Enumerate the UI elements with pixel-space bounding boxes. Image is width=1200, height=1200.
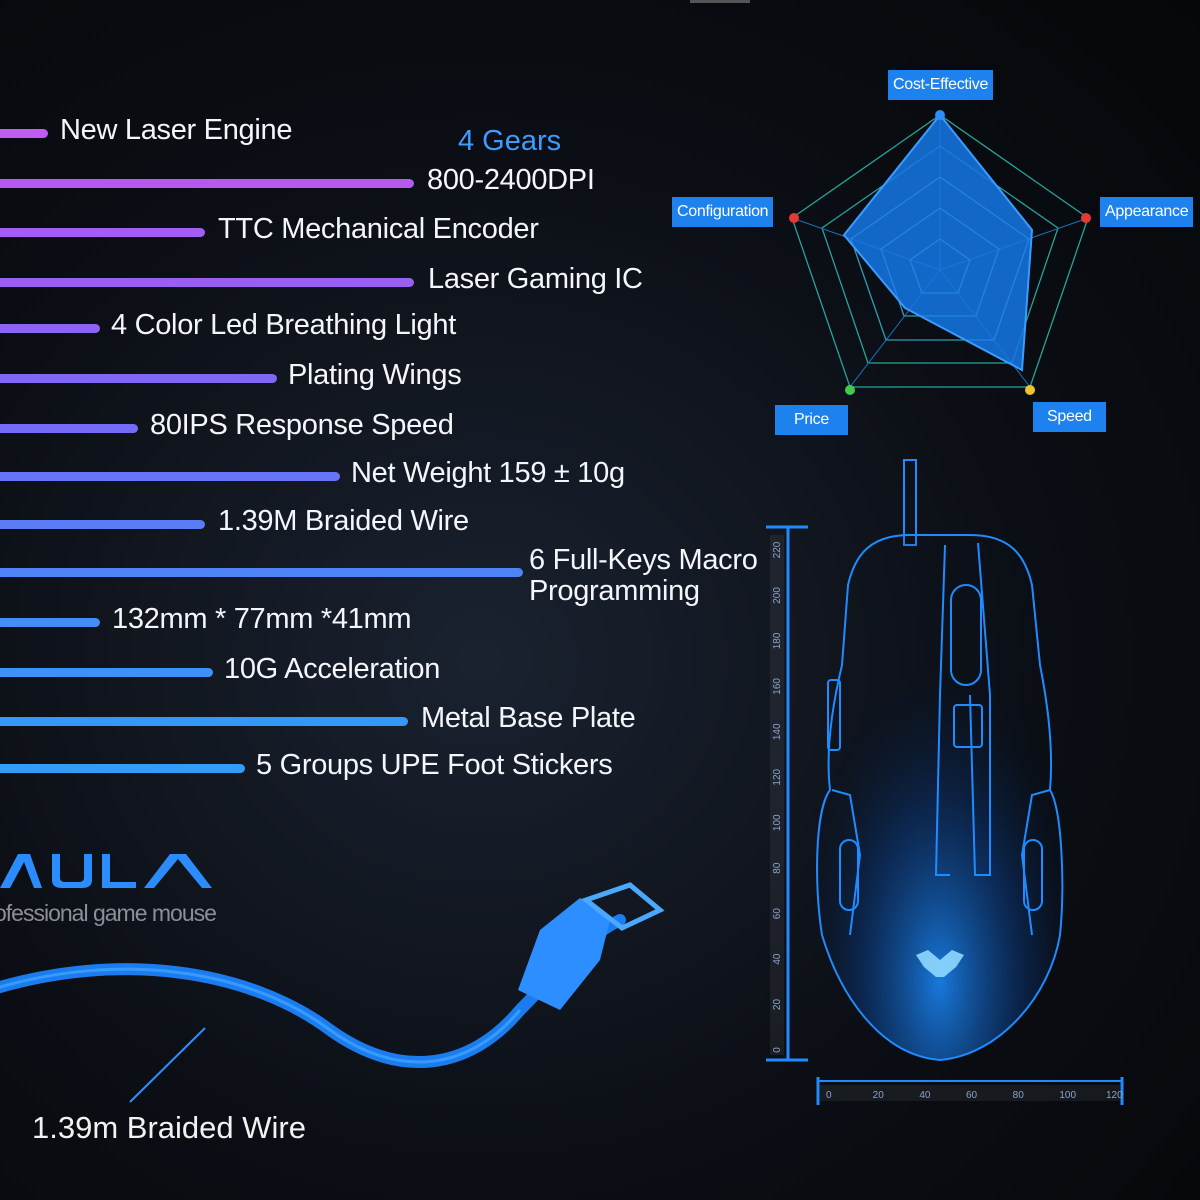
feature-bar: [0, 472, 340, 481]
ruler-tick-label: 120: [772, 768, 783, 785]
feature-bar: [0, 324, 100, 333]
radar-chart: [789, 110, 1091, 395]
vertical-ruler: [766, 525, 808, 1062]
feature-bar: [0, 668, 213, 677]
usb-cable-illustration: [0, 882, 665, 1103]
feature-label: 800-2400DPI: [427, 164, 595, 196]
cable-label: 1.39m Braided Wire: [32, 1110, 306, 1145]
feature-label-line2: Programming: [529, 575, 700, 607]
feature-bar: [0, 278, 414, 287]
ruler-tick-label: 40: [919, 1090, 931, 1101]
ruler-tick-label: 100: [772, 814, 783, 831]
mouse-logo-icon: [916, 950, 964, 977]
gears-label: 4 Gears: [458, 125, 562, 157]
brand-tagline: ofessional game mouse: [0, 900, 217, 926]
ruler-tick-label: 220: [772, 541, 783, 558]
feature-label: 6 Full-Keys Macro Programming: [529, 545, 758, 607]
feature-label: Net Weight 159 ± 10g: [351, 457, 625, 489]
top-edge-line: [690, 0, 750, 3]
ruler-tick-label: 120: [1106, 1090, 1123, 1101]
ruler-tick-label: 80: [1013, 1090, 1025, 1101]
ruler-tick-label: 200: [772, 587, 783, 604]
feature-label: New Laser Engine: [60, 114, 293, 146]
radar-dot-bottom-left: [845, 385, 855, 395]
feature-bar: [0, 764, 245, 773]
ruler-tick-label: 100: [1059, 1090, 1076, 1101]
ruler-tick-label: 60: [772, 908, 783, 920]
mouse-body: [816, 534, 1064, 1062]
feature-bar: [0, 717, 408, 726]
feature-bar: [0, 179, 414, 188]
brand-logo: [0, 854, 212, 888]
ruler-tick-label: 0: [772, 1047, 783, 1053]
ruler-tick-label: 20: [873, 1090, 885, 1101]
feature-bar: [0, 568, 523, 577]
feature-bar: [0, 520, 205, 529]
feature-label: Plating Wings: [288, 359, 462, 391]
radar-label-speed: Speed: [1033, 402, 1106, 432]
mouse-cable: [903, 459, 917, 546]
horizontal-ruler-ticks: 0 20 40 60 80 100 120: [826, 1090, 1123, 1101]
ruler-tick-label: 140: [772, 723, 783, 740]
feature-label: Metal Base Plate: [421, 702, 636, 734]
radar-dot-right: [1081, 213, 1091, 223]
ruler-tick-label: 180: [772, 632, 783, 649]
feature-bar: [0, 424, 138, 433]
ruler-tick-label: 60: [966, 1090, 978, 1101]
ruler-tick-label: 160: [772, 678, 783, 695]
feature-label: 5 Groups UPE Foot Stickers: [256, 749, 613, 781]
radar-label-cost-effective: Cost-Effective: [888, 70, 994, 100]
mouse-details: [827, 542, 1051, 936]
usb-plug: [518, 898, 610, 1010]
ruler-tick-label: 40: [772, 953, 783, 965]
radar-inner-grid: [850, 176, 1030, 341]
feature-label-line1: 6 Full-Keys Macro: [529, 544, 758, 576]
feature-bar: [0, 618, 100, 627]
feature-label: 1.39M Braided Wire: [218, 505, 469, 537]
cable-callout-line: [129, 1027, 206, 1103]
feature-bar: [0, 374, 277, 383]
radar-dot-top: [935, 110, 945, 120]
radar-dot-bottom-right: [1025, 385, 1035, 395]
horizontal-ruler: [816, 1077, 1124, 1105]
feature-bar: [0, 228, 205, 237]
feature-bar: [0, 129, 48, 138]
radar-label-price: Price: [775, 405, 848, 435]
feature-label: 80IPS Response Speed: [150, 409, 454, 441]
radar-label-appearance: Appearance: [1100, 197, 1194, 227]
feature-label: 132mm * 77mm *41mm: [112, 603, 412, 635]
radar-dot-left: [789, 213, 799, 223]
feature-label: 10G Acceleration: [224, 653, 441, 685]
ruler-tick-label: 20: [772, 999, 783, 1011]
ruler-tick-label: 0: [826, 1090, 832, 1101]
feature-label: 4 Color Led Breathing Light: [111, 309, 456, 341]
ruler-tick-label: 80: [772, 862, 783, 874]
radar-label-configuration: Configuration: [672, 197, 774, 227]
feature-label: TTC Mechanical Encoder: [218, 213, 539, 245]
radar-value-area: [842, 113, 1034, 372]
feature-label: Laser Gaming IC: [428, 263, 643, 295]
